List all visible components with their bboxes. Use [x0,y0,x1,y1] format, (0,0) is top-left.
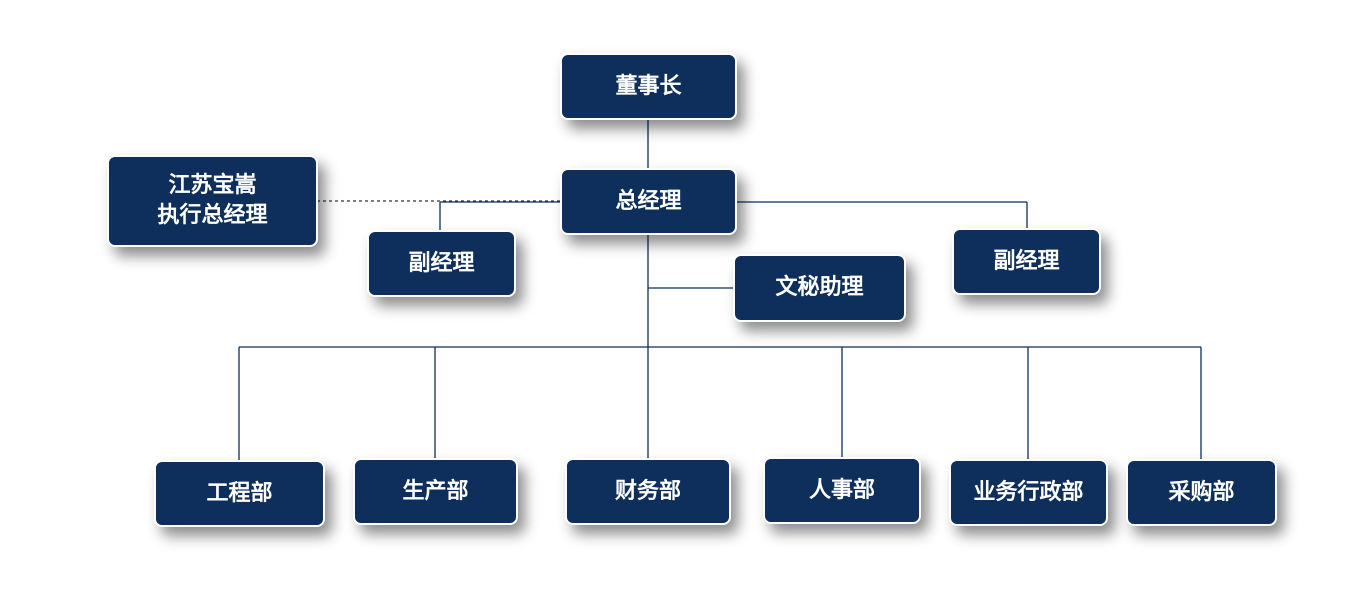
chairman-box: 董事长 [560,53,737,120]
department-production-box: 生产部 [353,458,518,525]
department-production-label: 生产部 [402,478,469,504]
department-engineering-box: 工程部 [154,460,325,527]
secretary-assistant-box: 文秘助理 [733,254,906,322]
exec-gm-label-line1: 江苏宝嵩 [168,173,257,199]
exec-gm-label-line2: 执行总经理 [157,203,268,228]
department-business-admin-label: 业务行政部 [973,479,1084,505]
secretary-assistant-label: 文秘助理 [775,275,864,301]
department-finance-label: 财务部 [614,478,681,504]
chairman-label: 董事长 [615,73,682,99]
deputy-manager-left-box: 副经理 [367,230,516,297]
deputy-manager-right-label: 副经理 [993,248,1060,274]
department-procurement-box: 采购部 [1126,459,1277,526]
department-hr-box: 人事部 [763,457,921,524]
general-manager-box: 总经理 [560,168,737,235]
department-engineering-label: 工程部 [206,480,273,506]
department-procurement-label: 采购部 [1168,479,1235,505]
department-hr-label: 人事部 [808,477,875,503]
exec-general-manager-box: 江苏宝嵩 执行总经理 [107,155,318,247]
deputy-manager-right-box: 副经理 [952,228,1101,295]
department-finance-box: 财务部 [565,458,731,525]
department-business-admin-box: 业务行政部 [949,459,1108,526]
deputy-manager-left-label: 副经理 [408,250,475,276]
general-manager-label: 总经理 [615,188,682,214]
